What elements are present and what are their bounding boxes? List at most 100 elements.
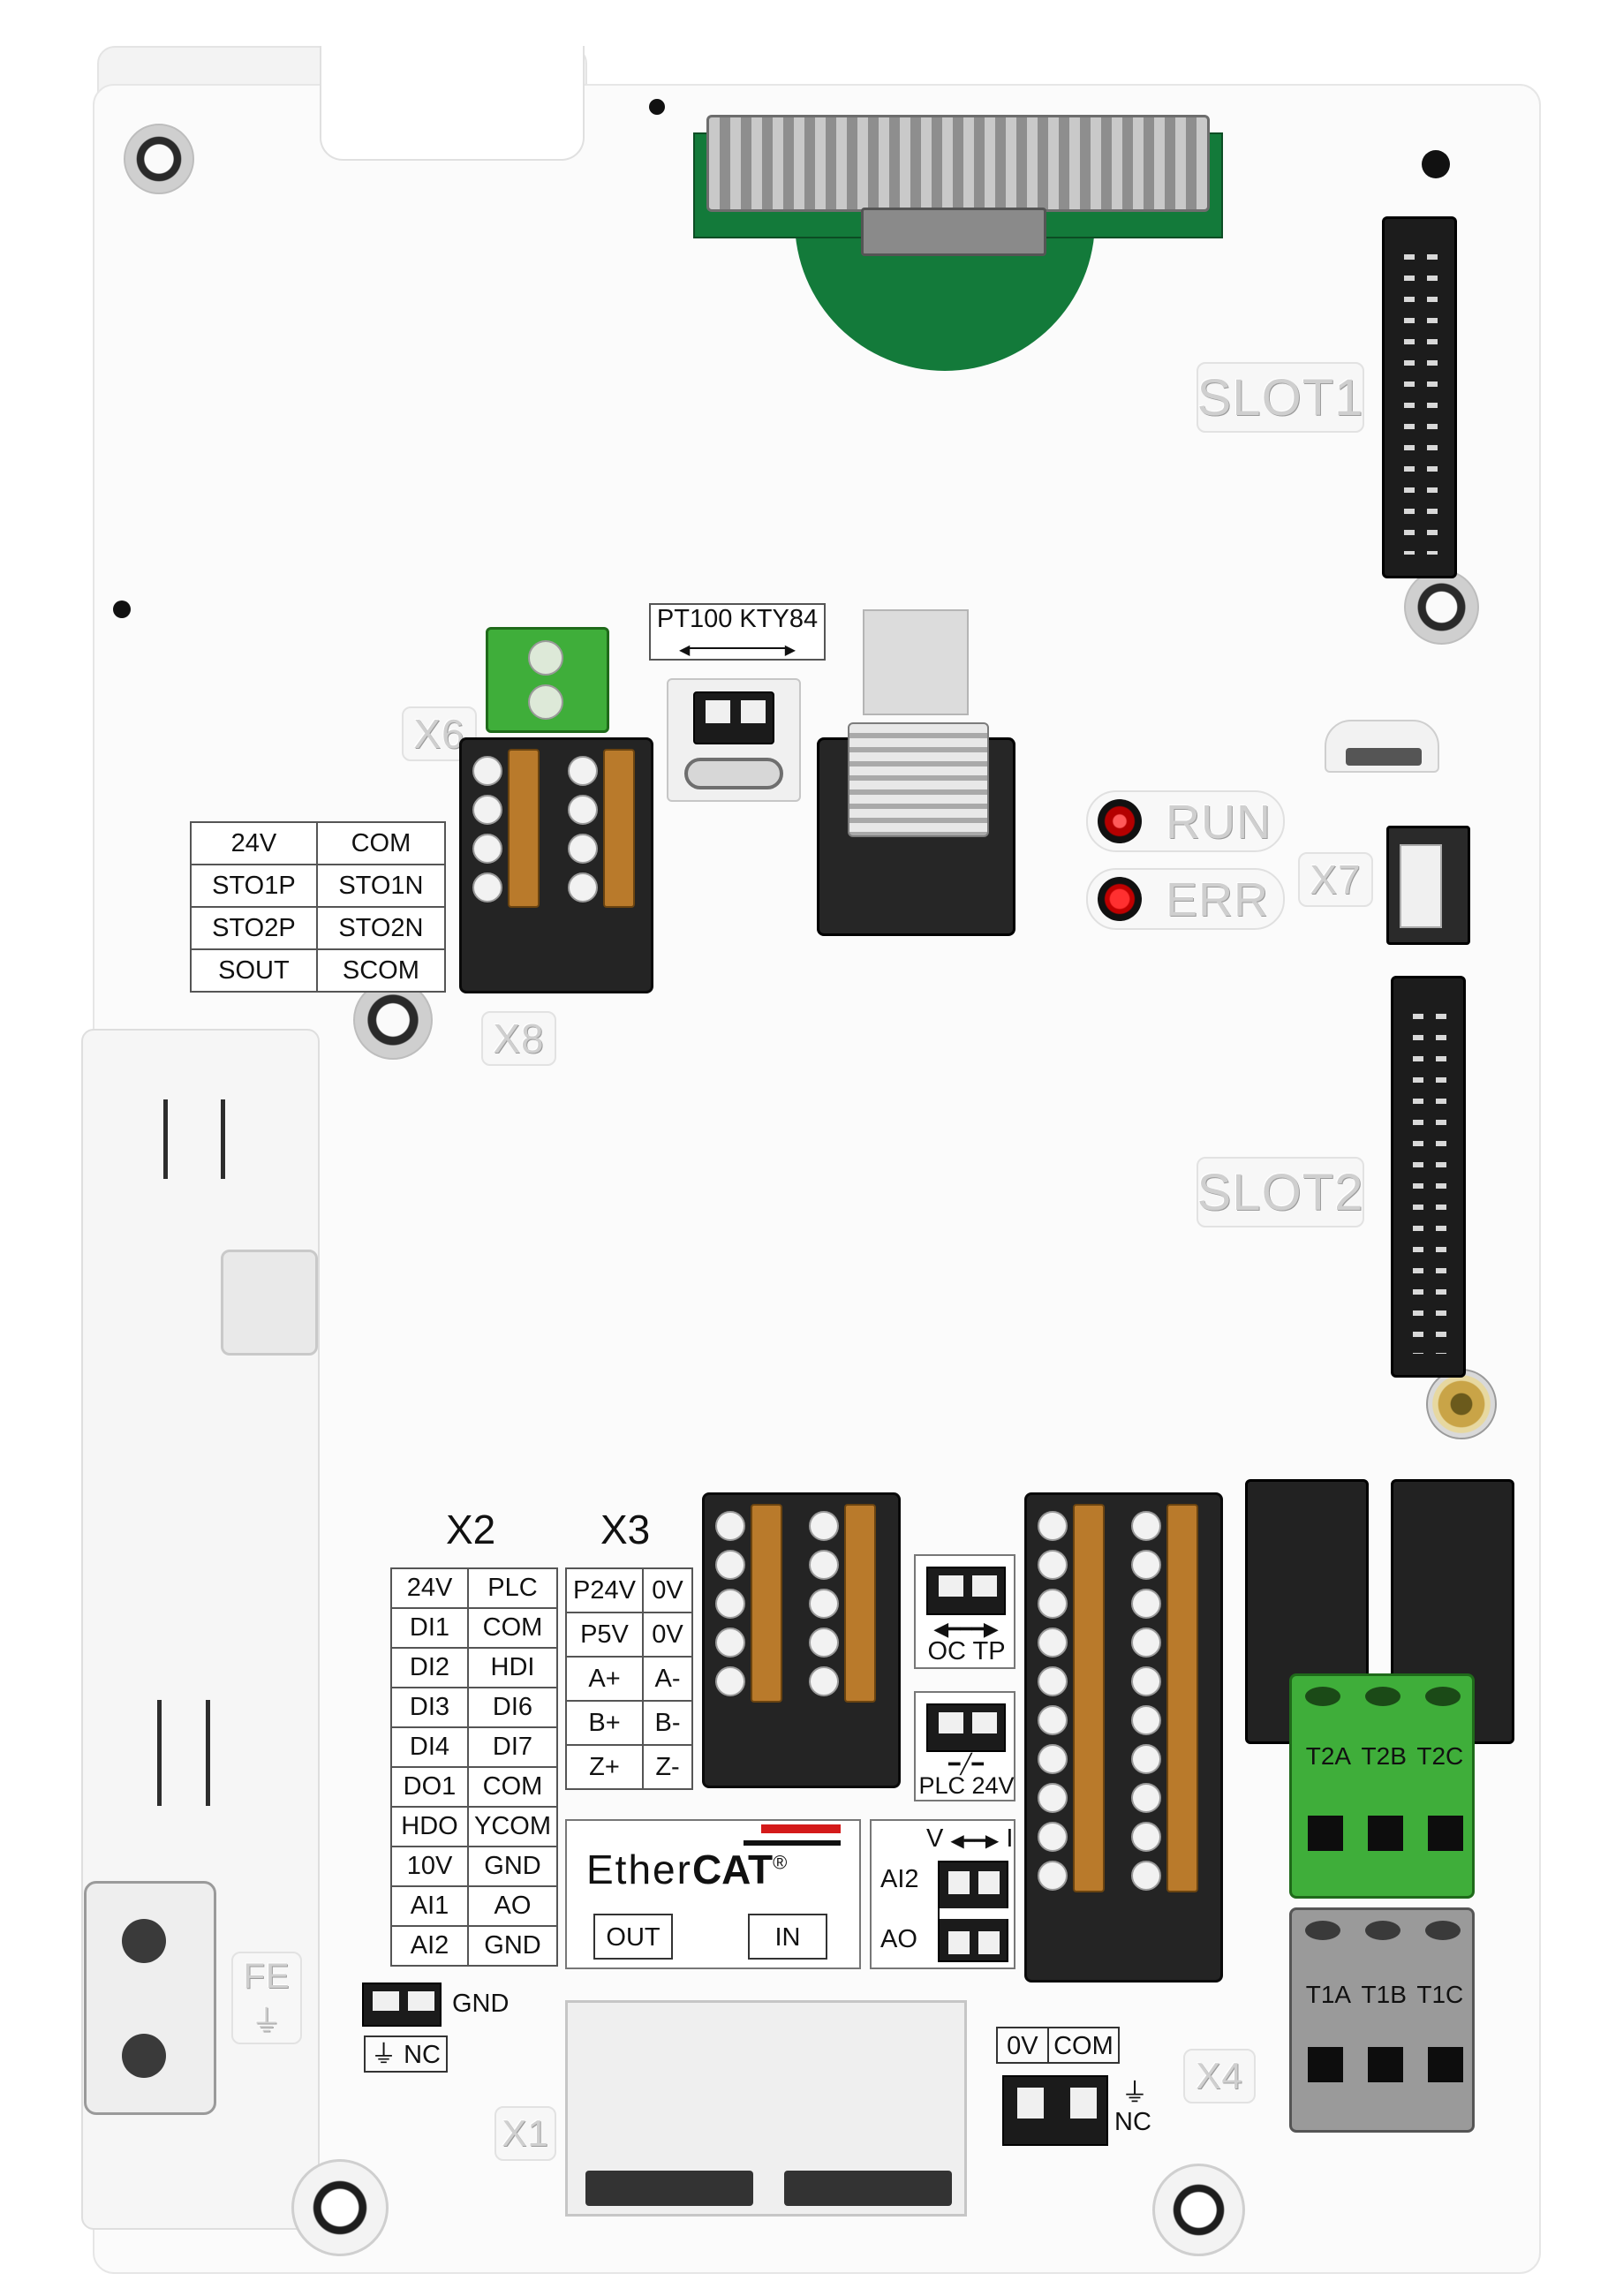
i-label: I (1006, 1824, 1014, 1853)
x3-title: X3 (600, 1507, 651, 1552)
x2-cell: AI2 (390, 1925, 469, 1967)
bottom-foot-right (1152, 2164, 1245, 2256)
slot2-label-text: SLOT2 (1197, 1163, 1364, 1221)
connector-latch-tab (863, 609, 969, 715)
x2-cell: COM (467, 1607, 558, 1649)
x2-cell: DI2 (390, 1647, 469, 1688)
x3-cell: Z+ (565, 1744, 644, 1790)
ground-icon: ⏚ (1121, 2079, 1148, 2108)
plc-24v-switch-panel: ━╱━ PLC 24V (914, 1691, 1015, 1801)
usb-c-port[interactable] (684, 758, 783, 789)
err-led (1098, 877, 1142, 921)
x2-cell: DI7 (467, 1726, 558, 1768)
x2-title: X2 (446, 1507, 496, 1552)
gnd-nc-dip-switch[interactable] (362, 1983, 442, 2027)
x6-label: X6 (402, 706, 477, 761)
switch-symbol-icon: ━╱━ (948, 1753, 984, 1775)
x8-label: X8 (481, 1011, 556, 1066)
x2-cell: AI1 (390, 1885, 469, 1927)
right-arrow-icon: ▶ (784, 643, 796, 658)
slot1-label: SLOT1 (1197, 362, 1364, 433)
ethercat-brand-a: Ether (586, 1847, 692, 1892)
kty84-label: KTY84 (739, 605, 819, 633)
left-clip-lower (157, 1700, 210, 1806)
x3-terminal-block[interactable] (702, 1492, 901, 1788)
sto-cell: STO2P (190, 906, 318, 950)
err-led-label: ERR (1166, 873, 1270, 926)
nc-right-label: NC (1114, 2108, 1151, 2136)
fe-label-text: FE (243, 1956, 291, 1996)
t2c-label: T2C (1416, 1742, 1464, 1770)
in-port-label-box: IN (748, 1914, 827, 1960)
micro-connector[interactable] (1325, 720, 1439, 773)
x1-label-text: X1 (502, 2112, 549, 2154)
ground-icon: ⏚ (371, 2041, 397, 2069)
t2b-label: T2B (1361, 1742, 1407, 1770)
ethercat-rj45-ports[interactable] (565, 2000, 967, 2217)
x2-terminal-block[interactable] (1024, 1492, 1223, 1983)
t1c-label: T1C (1416, 1981, 1464, 2008)
com-label: COM (1053, 2032, 1114, 2060)
sto-cell: 24V (190, 821, 318, 865)
x7-label: X7 (1298, 852, 1373, 907)
slot2-header[interactable] (1391, 976, 1466, 1378)
oc-label: OC (927, 1637, 966, 1665)
x2-cell: DI6 (467, 1687, 558, 1728)
mount-screw-mid-left (353, 980, 433, 1060)
plc-label: PLC (918, 1772, 965, 1799)
sto-cell: COM (315, 821, 447, 865)
screw-hole-top (649, 99, 665, 115)
ethercat-panel: EtherCAT® OUT IN (565, 1819, 861, 1969)
network-port-connector[interactable] (817, 722, 1015, 936)
temp-sensor-dip-switch[interactable] (693, 691, 774, 744)
v-i-arrow-icon: ◀━━▶ (950, 1832, 1000, 1851)
plc-24v-dip-switch[interactable] (926, 1703, 1006, 1752)
t1-terminal-block[interactable]: T1A T1B T1C (1289, 1907, 1475, 2133)
screw-hole-left (113, 600, 131, 618)
in-label: IN (774, 1923, 801, 1952)
0v-com-dip-switch[interactable] (1002, 2075, 1108, 2146)
board-notch (320, 46, 585, 161)
ethercat-reg: ® (773, 1851, 788, 1874)
out-label: OUT (606, 1923, 661, 1952)
screw-hole-top-right (1422, 150, 1450, 178)
0v-label: 0V (998, 2028, 1049, 2062)
slot1-label-text: SLOT1 (1197, 368, 1364, 427)
0v-com-label-box: 0V COM (996, 2027, 1120, 2064)
left-arrow-icon: ◀ (679, 643, 691, 658)
x6-label-text: X6 (413, 711, 465, 757)
out-port-label-box: OUT (593, 1914, 673, 1960)
x2-cell: AO (467, 1885, 558, 1927)
slot1-header[interactable] (1382, 216, 1457, 578)
x2-cell: DI1 (390, 1607, 469, 1649)
sto-cell: STO1P (190, 864, 318, 908)
mount-screw-top-left (124, 124, 194, 194)
left-clip-upper (163, 1099, 225, 1179)
ai2-ao-dip-switch[interactable] (938, 1861, 1010, 1962)
gnd-label: GND (452, 1990, 510, 2018)
x3-cell: B+ (565, 1700, 644, 1746)
t2-terminal-block[interactable]: T2A T2B T2C (1289, 1673, 1475, 1899)
brass-standoff (1426, 1369, 1497, 1439)
x2-cell: DI4 (390, 1726, 469, 1768)
oc-tp-dip-switch[interactable] (926, 1567, 1006, 1615)
x3-cell: P24V (565, 1567, 644, 1613)
left-clip-mid (221, 1250, 318, 1356)
x2-cell: PLC (467, 1567, 558, 1609)
sto-terminal-block[interactable] (459, 737, 653, 993)
v-label: V (926, 1824, 944, 1853)
x3-cell: A- (642, 1656, 693, 1702)
sto-cell: STO1N (315, 864, 447, 908)
sto-cell: STO2N (315, 906, 447, 950)
x2-cell: HDO (390, 1806, 469, 1847)
bottom-foot-left (291, 2159, 389, 2256)
x2-cell: GND (467, 1925, 558, 1967)
x2-cell: 10V (390, 1846, 469, 1887)
green-2pin-terminal[interactable] (486, 627, 609, 733)
x3-cell: P5V (565, 1612, 644, 1658)
nc-left-label-box: ⏚ NC (364, 2035, 448, 2073)
x7-connector[interactable] (1386, 826, 1470, 945)
t1b-label: T1B (1361, 1981, 1407, 2008)
